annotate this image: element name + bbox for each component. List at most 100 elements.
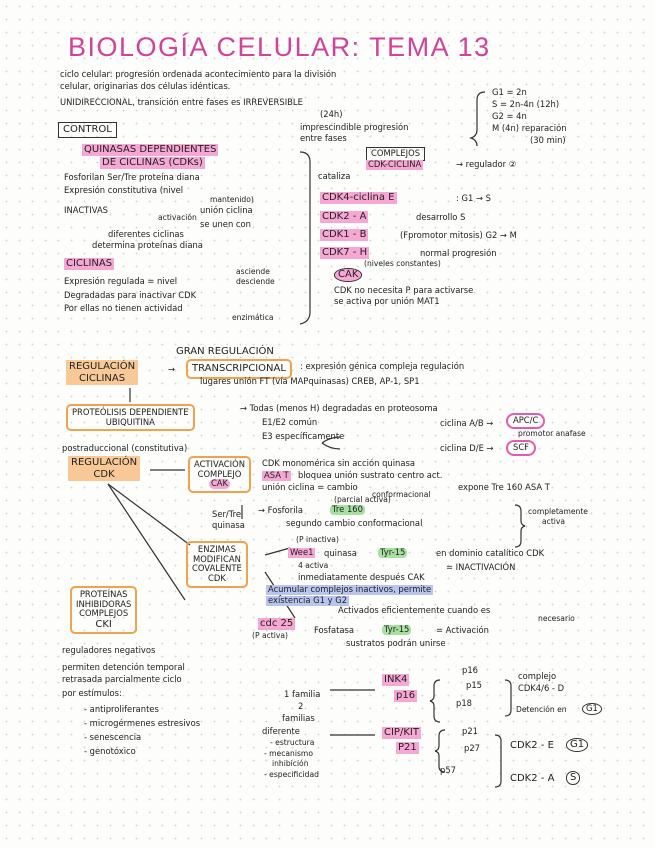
cdk4-ciclina-e: CDK4-ciclina E xyxy=(320,192,397,204)
quinasa-label: quinasa xyxy=(212,521,245,531)
p-inactiva: (P inactiva) xyxy=(296,536,339,545)
cdk1-b: CDK1 - B xyxy=(320,229,368,241)
cki-estimulo-1: - antiproliferantes xyxy=(84,705,159,715)
intro-line-1: ciclo celular: progresión ordenada acont… xyxy=(60,70,336,80)
cki-estimulo-2: - microgérmenes estresivos xyxy=(84,719,200,729)
fosfatasa-label: Fosfatasa xyxy=(314,626,354,636)
arrow-cdk-cki xyxy=(108,484,185,600)
arrow-to-transcripcional: → xyxy=(168,365,175,375)
tre160-badge: Tre 160 xyxy=(330,505,365,515)
cdc25-badge: cdc 25 xyxy=(258,618,295,630)
activacion-final: = Activación xyxy=(436,626,489,636)
ciclinas-line-3b: enzimática xyxy=(232,314,274,323)
quinasas-title-2: DE CICLINAS (CDKs) xyxy=(100,157,205,169)
scf-oval: SCF xyxy=(506,440,536,456)
ciclinas-title: CICLINAS xyxy=(64,258,114,270)
regulacion-ciclinas-2: CICLINAS xyxy=(69,373,135,385)
familias-n1: 1 familia xyxy=(284,690,320,700)
familias-diferente: diferente xyxy=(262,727,300,737)
enzimas-4: CDK xyxy=(192,574,242,584)
g1-circle-2: G1 xyxy=(566,738,588,752)
tyr15-badge: Tyr-15 xyxy=(378,548,407,558)
familias-inhibicion: inhibición xyxy=(272,760,309,769)
p21-badge: P21 xyxy=(396,742,419,754)
p-activa: (P activa) xyxy=(252,632,288,641)
intro-line-2: celular, originarias dos células idéntic… xyxy=(60,82,230,92)
cki-estimulos: por estímulos: xyxy=(62,689,122,699)
ciclinas-asciende: asciende xyxy=(236,268,270,277)
regulacion-cdk-box: REGULACIÓN CDK xyxy=(68,456,140,481)
tyr15-badge-2: Tyr-15 xyxy=(382,625,411,635)
cdk7-function: normal progresión xyxy=(420,249,497,259)
regulacion-cdk-2: CDK xyxy=(71,469,137,481)
ser-tre-label: Ser/Tre xyxy=(212,510,241,520)
cip-cdk2a: CDK2 - A xyxy=(510,773,554,785)
cki-permiten: permiten detención temporal xyxy=(62,663,185,673)
control-label: CONTROL xyxy=(58,122,117,138)
cki-estimulo-3: - senescencia xyxy=(84,733,141,743)
activacion-line-3: unión ciclina = cambio xyxy=(262,483,358,493)
proteolisis-line-1: → Todas (menos H) degradadas en proteoso… xyxy=(240,404,438,414)
regulacion-ciclinas-1: REGULACIÓN xyxy=(69,361,135,373)
page-title: BIOLOGÍA CELULAR: TEMA 13 xyxy=(68,32,491,63)
quinasas-line-6: determina proteínas diana xyxy=(92,241,203,251)
p16-badge: p16 xyxy=(394,690,417,702)
intro-duration: (24h) xyxy=(320,110,343,120)
familias-estructura: - estructura xyxy=(270,739,314,748)
cip-p21: p21 xyxy=(462,727,478,737)
phase-g1: G1 = 2n xyxy=(492,88,527,98)
cki-3: COMPLEJOS xyxy=(76,609,131,619)
cki-reguladores: reguladores negativos xyxy=(62,646,155,656)
proteolisis-line-2: E1/E2 común xyxy=(262,418,317,428)
g1-circle: G1 xyxy=(582,703,602,715)
ciclinas-line-1: Expresión regulada = nivel xyxy=(64,277,177,287)
quinasas-line-4: se unen con xyxy=(200,220,251,230)
brace-ink xyxy=(430,680,440,722)
cdk7-levels: (niveles constantes) xyxy=(364,260,441,269)
arrow-enzimas-wee1 xyxy=(265,548,290,555)
cip-badge: CIP/KIT xyxy=(382,727,421,739)
proteolisis-box: PROTEÓLISIS DEPENDIENTE UBIQUITINA xyxy=(66,404,195,431)
ciclina-de: ciclina D/E → xyxy=(440,444,494,454)
wee1-badge: Wee1 xyxy=(288,548,315,558)
sustratos-line: sustratos podrán unirse xyxy=(346,639,446,649)
activacion-line-2: bloquea unión sustrato centro act. xyxy=(298,471,442,481)
cki-box: PROTEÍNAS INHIBIDORAS COMPLEJOS CKI xyxy=(70,586,137,634)
quinasas-union: unión ciclina xyxy=(200,206,253,216)
cdk7-h: CDK7 - H xyxy=(320,247,369,259)
ciclinas-line-3: Por ellas no tienen actividad xyxy=(64,304,183,314)
arrow-e3-de xyxy=(322,443,340,449)
quinasas-activacion: activación xyxy=(158,214,197,223)
gran-regulacion-title: GRAN REGULACIÓN xyxy=(176,346,274,358)
ink-cdk46: CDK4/6 - D xyxy=(518,684,564,694)
quinasas-line-2b: mantenido) xyxy=(210,196,254,205)
transcripcional-line-2: lugares unión FT (vía MAPquinasas) CREB,… xyxy=(200,377,420,387)
cki-estimulo-4: - genotóxico xyxy=(84,747,136,757)
phase-g2: G2 = 4n xyxy=(492,112,527,122)
completamente-label: completamente xyxy=(528,508,588,517)
activados-line: Activados eficientemente cuando es xyxy=(338,606,490,616)
existencia-line: existencia G1 y G2 xyxy=(266,596,349,606)
familias-label: familias xyxy=(282,714,315,724)
cdk2-a: CDK2 - A xyxy=(320,211,368,223)
quinasas-title: QUINASAS DEPENDIENTES xyxy=(82,144,218,156)
quinasas-inactivas: INACTIVAS xyxy=(64,206,108,216)
phase-brace xyxy=(471,92,485,146)
postraduccional-label: postraduccional (constitutiva) xyxy=(62,444,187,454)
complejos-line-1: COMPLEJOS xyxy=(371,149,420,159)
intro-line-5: entre fases xyxy=(300,134,347,144)
brace-ink-right xyxy=(505,680,511,716)
phase-s: S = 2n-4n (12h) xyxy=(492,100,559,110)
ink-p16: p16 xyxy=(462,666,478,676)
familias-especificidad: - especificidad xyxy=(264,771,319,780)
cak-oval: CAK xyxy=(334,268,362,282)
cip-cdk2e: CDK2 - E xyxy=(510,740,554,752)
ink-p15: p15 xyxy=(466,681,482,691)
segundo-cambio: segundo cambio conformacional xyxy=(286,519,422,529)
proteolisis-2: UBIQUITINA xyxy=(72,418,189,428)
phase-m-time: (30 min) xyxy=(530,136,566,146)
activacion-box: ACTIVACIÓN COMPLEJO CAK xyxy=(188,456,251,493)
transcripcional-line-1: : expresión génica compleja regulación xyxy=(300,362,464,372)
apc-note: promotor anafase xyxy=(518,430,586,439)
cak-note-1: CDK no necesita P para activarse xyxy=(334,286,473,296)
